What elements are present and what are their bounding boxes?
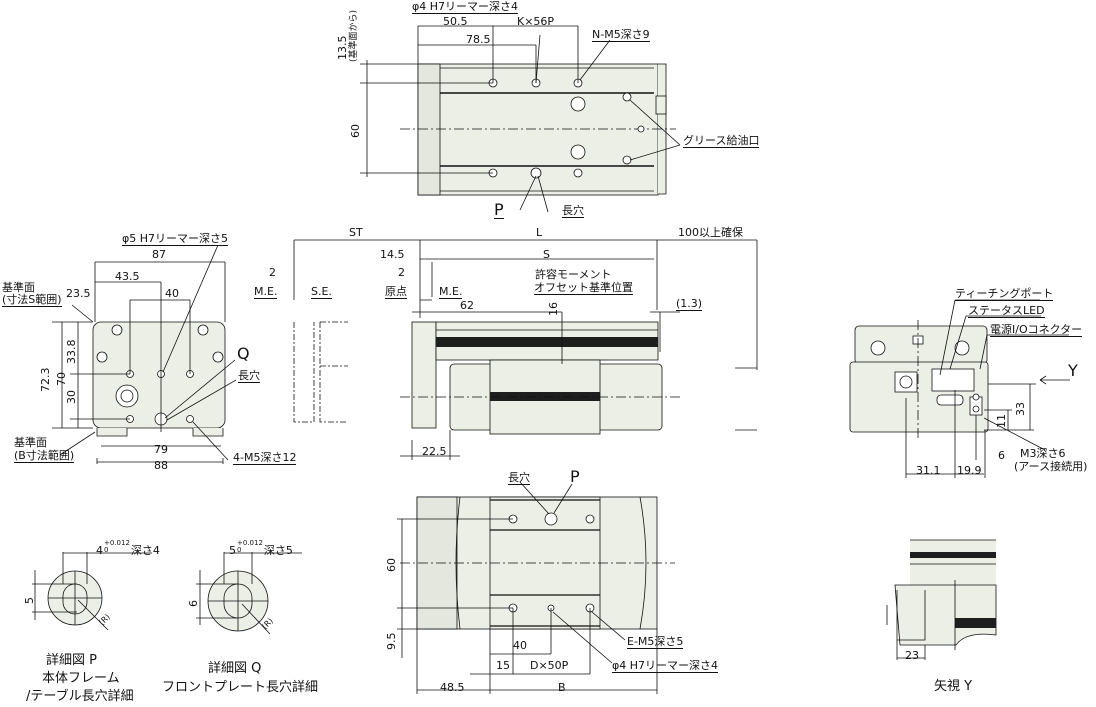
dim-s: S	[543, 248, 550, 261]
view-y-dim-23: 23	[905, 649, 919, 662]
dim-16: 16	[547, 302, 560, 316]
detail-q-dim-6: 6	[187, 600, 200, 607]
status-led-label: ステータスLED	[968, 304, 1045, 318]
ref-surface-b-2: (B寸法範囲)	[14, 449, 75, 463]
dim-9-5: 9.5	[385, 632, 398, 651]
slot-label-top: 長穴	[562, 204, 584, 218]
dim-k56p: K×56P	[517, 15, 555, 28]
dim-33: 33	[1014, 402, 1027, 416]
dim-st: ST	[349, 226, 363, 239]
dim-2-left: 2	[269, 266, 276, 279]
dim-15: 15	[496, 659, 510, 672]
dim-d50p: D×50P	[530, 659, 569, 672]
bottom-reamer-label: φ4 H7リーマー深さ4	[612, 659, 719, 673]
se-label: S.E.	[311, 285, 332, 299]
teaching-port-label: ティーチングポート	[955, 287, 1054, 301]
ref-surface-s-1: 基準面	[2, 281, 35, 294]
dim-2-right: 2	[398, 266, 405, 279]
view-y-arrow-label: Y	[1068, 361, 1078, 380]
detail-p-depth: 深さ4	[130, 544, 160, 557]
dim-78-5: 78.5	[466, 33, 491, 46]
earth-label: (アース接続用)	[1014, 460, 1088, 473]
dim-1-3: (1.3)	[676, 297, 703, 311]
view-y-title: 矢視 Y	[934, 679, 973, 694]
dim-48-5: 48.5	[440, 681, 465, 694]
top-view	[360, 25, 681, 213]
em5-label: E-M5深さ5	[627, 635, 684, 649]
dim-50-5: 50.5	[443, 15, 468, 28]
side-view	[293, 239, 758, 460]
detail-p-marker: P	[494, 200, 504, 219]
rear-view	[849, 299, 1070, 478]
dim-33-8: 33.8	[65, 339, 78, 365]
moment-label-1: 許容モーメント	[535, 268, 612, 281]
detail-p-title: 詳細図 P	[46, 653, 97, 668]
detail-q-depth: 深さ5	[263, 544, 293, 557]
detail-p-tol-upper: +0.012	[104, 539, 130, 547]
dim-19-9: 19.9	[957, 464, 982, 477]
slot-label-front: 長穴	[238, 369, 260, 383]
moment-label-2: オフセット基準位置	[534, 281, 633, 295]
detail-q-dia: 5	[229, 544, 236, 557]
m5-depth12-label: 4-M5深さ12	[233, 451, 297, 465]
dim-60-top: 60	[349, 124, 362, 138]
origin-label: 原点	[385, 285, 407, 299]
dim-60-bottom: 60	[385, 558, 398, 572]
dim-40-bottom: 40	[513, 639, 527, 652]
dim-87: 87	[152, 248, 166, 261]
detail-q-tol-lower: 0	[237, 546, 242, 554]
front-reamer-label: φ5 H7リーマー深さ5	[122, 232, 229, 246]
dim-23-5: 23.5	[66, 287, 91, 300]
detail-q-tol-upper: +0.012	[237, 539, 263, 547]
dim-l: L	[536, 226, 543, 239]
dim-88: 88	[154, 459, 168, 472]
detail-p-tol-lower: 0	[104, 546, 109, 554]
me-label-right: M.E.	[439, 285, 463, 299]
dim-40-front: 40	[165, 287, 179, 300]
ref-surface-b-1: 基準面	[14, 436, 47, 449]
detail-p-marker-bottom: P	[570, 467, 580, 486]
dim-79: 79	[154, 443, 168, 456]
front-view	[52, 244, 237, 464]
me-label-left: M.E.	[254, 285, 278, 299]
dim-11: 11	[995, 414, 1008, 428]
dim-14-5: 14.5	[380, 248, 405, 261]
detail-q-sub1: フロントプレート長穴詳細	[162, 680, 319, 695]
dim-22-5: 22.5	[422, 445, 447, 458]
dim-30: 30	[65, 390, 78, 404]
power-io-label: 電源I/Oコネクター	[990, 323, 1083, 337]
detail-p-dia: 4	[96, 544, 103, 557]
dim-b: B	[558, 681, 566, 694]
nm5-label: N-M5深さ9	[592, 28, 650, 42]
dim-43-5: 43.5	[115, 270, 140, 283]
slot-label-bottom: 長穴	[508, 471, 530, 485]
detail-p-dim-5: 5	[23, 597, 36, 604]
ref-surface-s-2: (寸法S範囲)	[2, 293, 62, 307]
m3-label: M3深さ6	[1020, 447, 1066, 460]
detail-views	[32, 552, 302, 635]
detail-p-sub2: /テーブル長穴詳細	[26, 689, 134, 704]
clearance-label: 100以上確保	[678, 226, 743, 239]
detail-q-marker: Q	[237, 344, 250, 363]
detail-q-title: 詳細図 Q	[208, 661, 262, 676]
dim-62: 62	[460, 299, 474, 312]
dim-72-3: 72.3	[39, 367, 52, 393]
dim-31-1: 31.1	[916, 464, 941, 477]
top-reamer-label: φ4 H7リーマー深さ4	[412, 0, 519, 14]
dim-6-rear: 6	[998, 449, 1005, 462]
detail-p-sub1: 本体フレーム	[42, 671, 120, 686]
grease-port-label: グリース給油口	[683, 134, 760, 148]
ref-from-label: (基準面から)	[349, 9, 359, 62]
view-y	[886, 539, 997, 660]
bottom-view	[397, 481, 675, 694]
dim-70: 70	[55, 372, 68, 386]
